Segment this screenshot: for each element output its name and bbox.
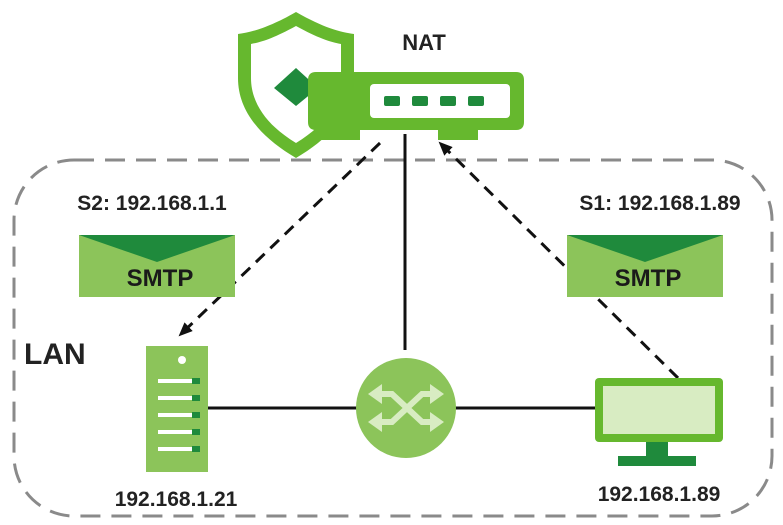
server-icon[interactable] <box>146 346 208 472</box>
pc-to-nat-arrow <box>438 141 680 380</box>
router-icon[interactable] <box>308 72 524 140</box>
pc-ip-label: 192.168.1.89 <box>598 483 721 506</box>
envelope-icon-right: SMTP <box>567 235 723 297</box>
server-ip-label: 192.168.1.21 <box>115 488 238 511</box>
smtp-label-left: SMTP <box>127 265 194 292</box>
monitor-icon[interactable] <box>595 378 723 466</box>
nat-label: NAT <box>402 30 446 55</box>
nat-to-server-arrow <box>178 141 382 337</box>
lan-label: LAN <box>24 338 86 371</box>
s1-label: S1: 192.168.1.89 <box>579 192 740 215</box>
s2-label: S2: 192.168.1.1 <box>77 192 227 215</box>
envelope-icon-left: SMTP <box>79 235 235 297</box>
switch-icon[interactable] <box>356 358 456 458</box>
lan-boundary <box>12 158 774 518</box>
smtp-label-right: SMTP <box>615 265 682 292</box>
